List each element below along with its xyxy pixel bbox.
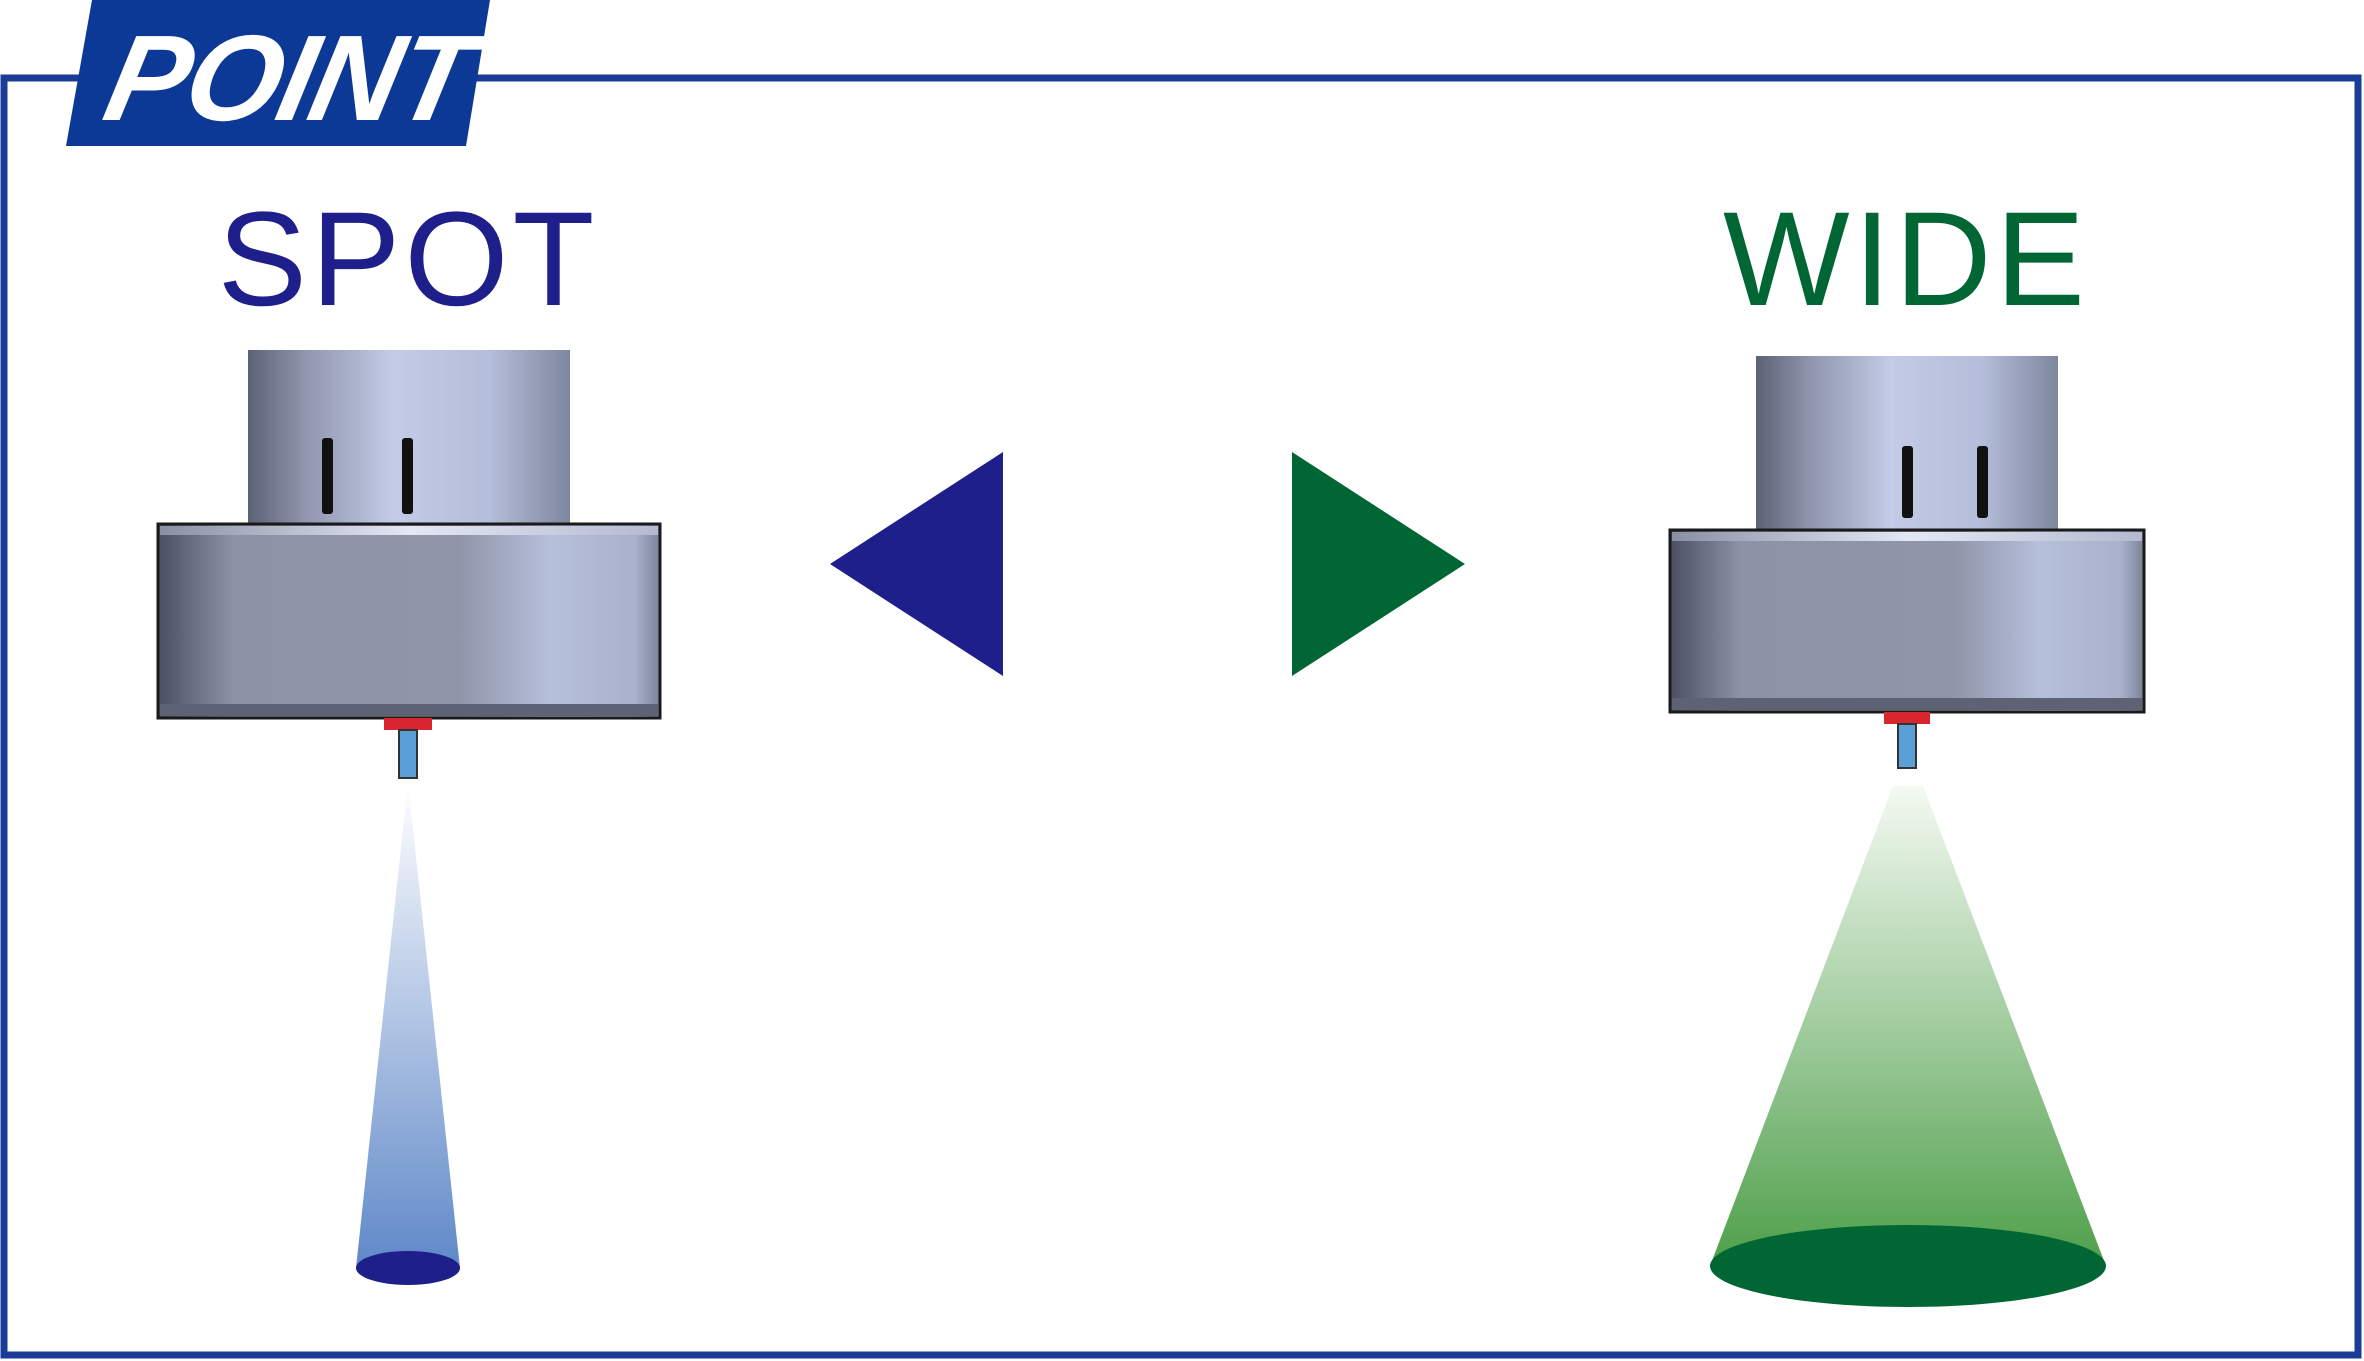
triangle-right-icon (1292, 452, 1465, 676)
point-badge: POINT (66, 0, 498, 147)
wide-title: WIDE (1723, 185, 2089, 334)
spot-title: SPOT (218, 185, 599, 334)
spot-sensor (156, 350, 662, 1285)
spot-target-ellipse (356, 1251, 460, 1285)
wide-target-ellipse (1710, 1225, 2106, 1307)
triangle-left-icon (830, 452, 1003, 676)
wide-sensor (1668, 356, 2146, 1307)
point-badge-label: POINT (94, 10, 497, 146)
